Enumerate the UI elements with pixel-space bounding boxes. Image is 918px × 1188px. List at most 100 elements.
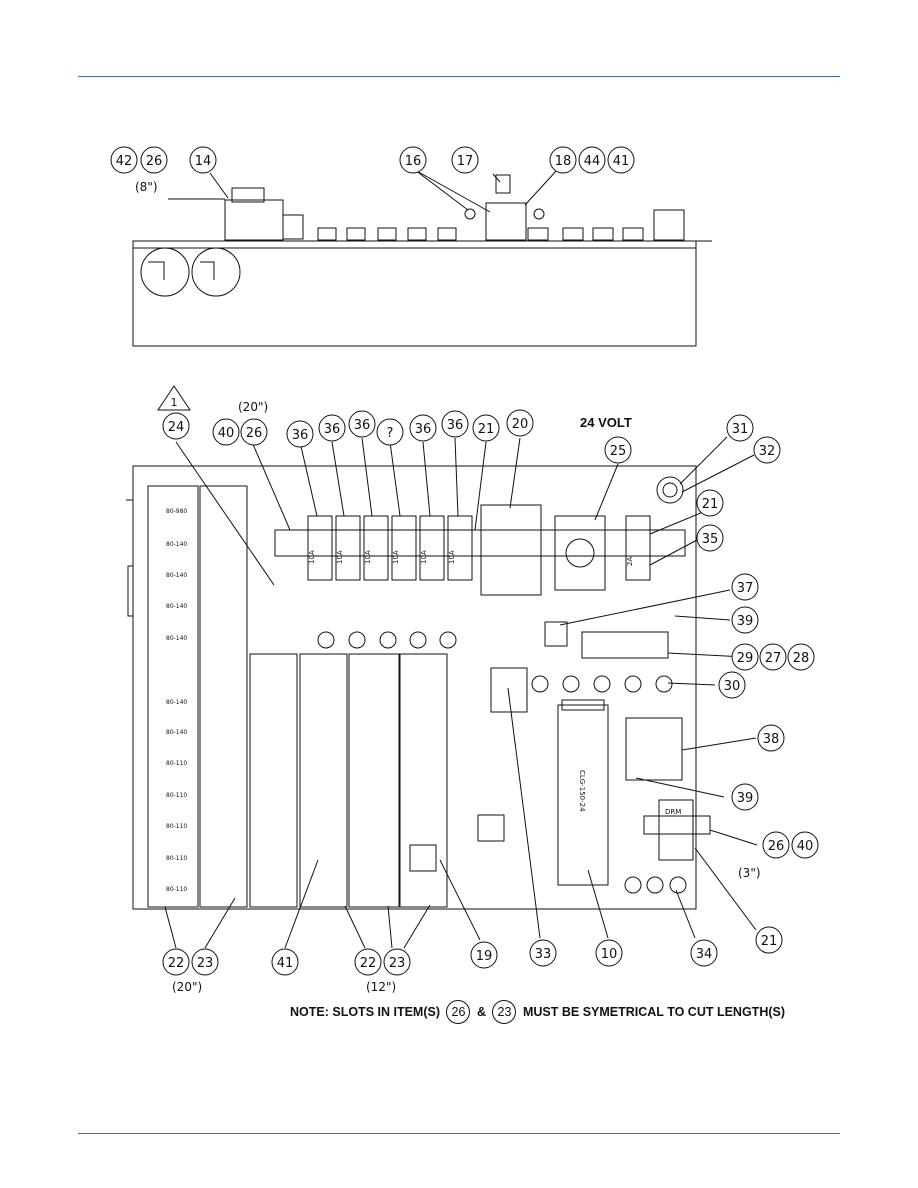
item-balloon: 42 xyxy=(110,146,138,174)
item-balloon: 22 xyxy=(162,948,190,976)
balloon-label: 39 xyxy=(737,791,754,806)
balloon-label: 38 xyxy=(763,732,780,747)
balloon-label: 35 xyxy=(702,532,719,547)
balloon-circle xyxy=(753,436,781,464)
balloon-label: 14 xyxy=(195,154,212,169)
header-rule xyxy=(78,76,840,77)
breaker-rating-1: 10A xyxy=(308,550,316,564)
balloon-circle xyxy=(191,948,219,976)
item-balloon: 37 xyxy=(731,573,759,601)
breaker-ratings: 10A 10A 10A 10A 10A 10A 2A CLG-150-24 DR… xyxy=(308,550,681,816)
item-balloon: 36 xyxy=(348,410,376,438)
relay-label: DRM xyxy=(665,808,681,816)
balloon-label: 25 xyxy=(610,444,627,459)
note-prefix: NOTE: SLOTS IN ITEM(S) xyxy=(290,1005,440,1019)
balloon-circle xyxy=(731,573,759,601)
tag-6: 80-140 xyxy=(166,729,187,736)
balloon-circle xyxy=(604,436,632,464)
item-balloon: 26 xyxy=(140,146,168,174)
balloon-label: 37 xyxy=(737,581,754,596)
balloon-label: 44 xyxy=(584,154,601,169)
grommet-row xyxy=(317,631,687,894)
item-balloon: 39 xyxy=(731,606,759,634)
item-balloon: 38 xyxy=(757,724,785,752)
balloon-label: 23 xyxy=(197,956,214,971)
tag-9: 80-110 xyxy=(166,823,187,830)
item-balloon: 41 xyxy=(271,948,299,976)
balloon-label: 31 xyxy=(732,422,749,437)
tag-0: 80-980 xyxy=(166,508,187,515)
item-balloon: 39 xyxy=(731,783,759,811)
balloon-label: 30 xyxy=(724,679,741,694)
tag-10: 80-110 xyxy=(166,855,187,862)
balloon-label: 39 xyxy=(737,614,754,629)
balloon-circle xyxy=(506,409,534,437)
item-balloon: 34 xyxy=(690,939,718,967)
balloon-label: 22 xyxy=(360,956,377,971)
balloon-circle xyxy=(696,489,724,517)
item-balloon: 28 xyxy=(787,643,815,671)
item-balloon: 22 xyxy=(354,948,382,976)
balloon-circle xyxy=(354,948,382,976)
item-balloon: 25 xyxy=(604,436,632,464)
balloon-circle xyxy=(726,414,754,442)
balloon-label: 36 xyxy=(292,428,309,443)
balloon-label: 21 xyxy=(478,422,495,437)
breaker-rating-2: 10A xyxy=(336,550,344,564)
balloon-label: 40 xyxy=(218,426,235,441)
balloon-label: 34 xyxy=(696,947,713,962)
terminal-tags: 80-980 80-140 80-140 80-140 80-140 80-14… xyxy=(166,508,187,893)
note-amp: & xyxy=(476,1005,486,1019)
item-balloon: 26 xyxy=(240,418,268,446)
balloon-circle xyxy=(757,724,785,752)
item-balloon: 41 xyxy=(607,146,635,174)
balloon-circle xyxy=(240,418,268,446)
top-view-enclosure xyxy=(132,174,712,347)
item-balloon: 26 xyxy=(762,831,790,859)
item-balloon: 44 xyxy=(578,146,606,174)
item-balloon: 21 xyxy=(472,414,500,442)
item-balloon: 36 xyxy=(409,414,437,442)
item-balloon: 32 xyxy=(753,436,781,464)
dim-12in: (12") xyxy=(366,980,397,994)
power-supply-label: CLG-150-24 xyxy=(578,770,586,812)
balloon-label: 36 xyxy=(324,422,341,437)
balloon-label: 18 xyxy=(555,154,572,169)
item-balloon: 21 xyxy=(696,489,724,517)
tag-7: 80-110 xyxy=(166,760,187,767)
breaker-row xyxy=(307,504,651,596)
balloon-circle xyxy=(549,146,577,174)
dim-20in-bottom: (20") xyxy=(172,980,203,994)
balloon-circle xyxy=(529,939,557,967)
balloon-label: 23 xyxy=(389,956,406,971)
item-balloon: 29 xyxy=(731,643,759,671)
balloon-circle xyxy=(409,414,437,442)
balloon-label: 27 xyxy=(765,651,782,666)
item-balloon: 16 xyxy=(399,146,427,174)
breaker-rating-4: 10A xyxy=(392,550,400,564)
balloon-label: 26 xyxy=(768,839,785,854)
balloon-label: 17 xyxy=(457,154,474,169)
tag-5: 80-140 xyxy=(166,699,187,706)
tag-1: 80-140 xyxy=(166,541,187,548)
balloon-label: 28 xyxy=(793,651,810,666)
item-balloon: 24 xyxy=(162,412,190,440)
balloon-circle xyxy=(286,420,314,448)
balloon-circle xyxy=(140,146,168,174)
balloon-label: 21 xyxy=(761,934,778,949)
balloon-label: 41 xyxy=(613,154,630,169)
balloon-label: 10 xyxy=(601,947,618,962)
balloon-circle xyxy=(731,606,759,634)
balloon-label: 36 xyxy=(354,418,371,433)
breaker-rating-6: 10A xyxy=(448,550,456,564)
item-balloon: ? xyxy=(376,418,404,446)
item-balloon: 23 xyxy=(383,948,411,976)
balloon-label: ? xyxy=(387,426,394,441)
balloon-circle xyxy=(271,948,299,976)
revision-number: 1 xyxy=(171,396,178,409)
balloon-circle xyxy=(787,643,815,671)
balloon-circle xyxy=(759,643,787,671)
item-balloon: 14 xyxy=(189,146,217,174)
balloon-circle xyxy=(696,524,724,552)
breaker-rating-2a: 2A xyxy=(626,557,634,566)
